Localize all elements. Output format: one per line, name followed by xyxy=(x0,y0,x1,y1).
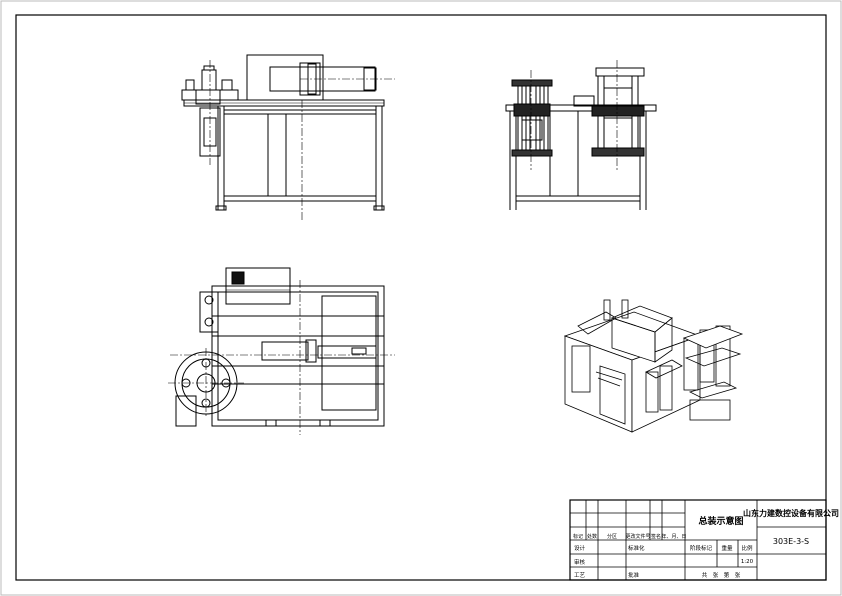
stage-label: 阶段标记 xyxy=(690,544,713,552)
front-view xyxy=(181,54,395,220)
drawing-name: 总装示意图 xyxy=(698,515,743,527)
scale-label: 比例 xyxy=(741,544,753,552)
scale-value: 1:20 xyxy=(741,559,754,565)
role-standardize: 标准化 xyxy=(628,544,645,552)
role-design: 设计 xyxy=(574,544,586,552)
role-review: 审核 xyxy=(574,558,586,566)
company-name: 山东力建数控设备有限公司 xyxy=(743,508,839,518)
drawing-number: 303E-3-S xyxy=(773,537,809,546)
rev-header-doc: 更改文件号 xyxy=(625,533,650,540)
isometric-view xyxy=(563,299,744,433)
rev-header-count: 处数 xyxy=(587,533,597,540)
sheets-text: 共 张 第 张 xyxy=(702,571,741,579)
rev-header-date: 年、月、日 xyxy=(661,533,686,540)
weight-label: 重量 xyxy=(721,544,733,552)
rev-header-zone: 分区 xyxy=(607,533,617,540)
role-process: 工艺 xyxy=(574,572,586,579)
rev-header-mark: 标记 xyxy=(573,533,583,540)
title-block xyxy=(569,499,827,581)
rev-header-sign: 签名 xyxy=(651,533,661,540)
role-approve: 批准 xyxy=(628,571,640,579)
drawing-frame xyxy=(15,14,827,581)
side-view xyxy=(505,60,657,210)
top-view xyxy=(168,267,395,435)
